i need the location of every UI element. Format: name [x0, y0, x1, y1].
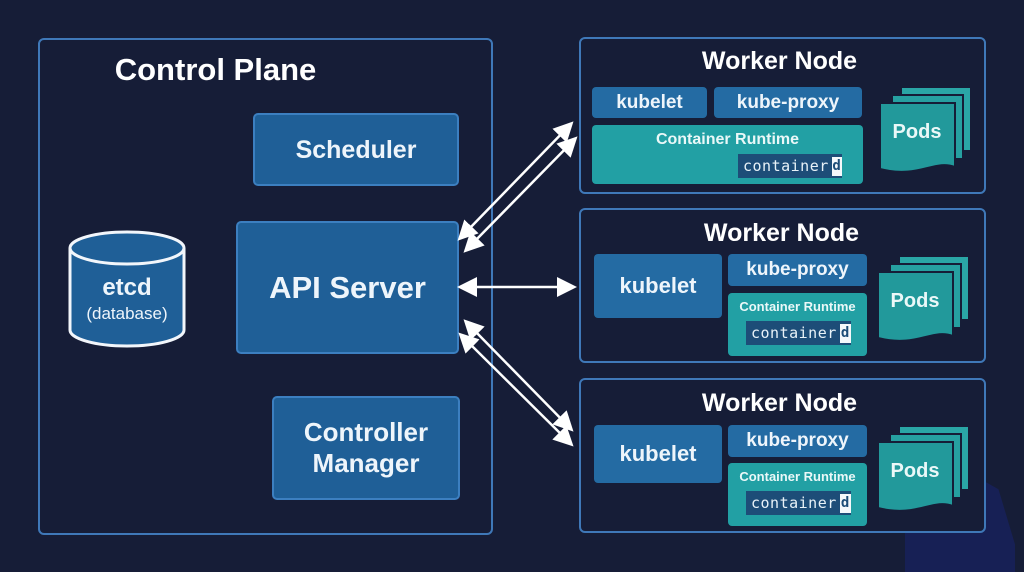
- container-runtime-box[interactable]: Container Runtime container d: [728, 463, 867, 526]
- controller-manager-box[interactable]: Controller Manager: [272, 396, 460, 500]
- containerd-logo-mark: d: [839, 323, 851, 343]
- pods-label: Pods: [892, 121, 942, 143]
- controller-manager-line2: Manager: [312, 448, 420, 478]
- worker-node-1: Worker Node kubelet kube-proxy Container…: [579, 37, 986, 194]
- kube-proxy-box[interactable]: kube-proxy: [714, 87, 862, 118]
- kube-proxy-box[interactable]: kube-proxy: [728, 254, 867, 286]
- pods-stack[interactable]: Pods: [877, 256, 972, 348]
- pods-label: Pods: [890, 460, 940, 482]
- pods-stack-icon: [877, 426, 970, 512]
- worker-node-2: Worker Node kubelet kube-proxy Container…: [579, 208, 986, 363]
- worker-node-3: Worker Node kubelet kube-proxy Container…: [579, 378, 986, 533]
- kubelet-box[interactable]: kubelet: [594, 254, 722, 318]
- api-server-box[interactable]: API Server: [236, 221, 459, 354]
- pods-stack-icon: [879, 87, 972, 173]
- etcd-label: etcd: [102, 274, 152, 301]
- scheduler-box[interactable]: Scheduler: [253, 113, 459, 186]
- worker-node-title: Worker Node: [701, 47, 858, 75]
- worker-node-title: Worker Node: [701, 389, 858, 417]
- container-runtime-box[interactable]: Container Runtime container d: [728, 293, 867, 356]
- containerd-logo-mark: d: [839, 493, 851, 513]
- containerd-logo-text: container: [743, 157, 829, 175]
- kubelet-box[interactable]: kubelet: [592, 87, 707, 118]
- pods-label: Pods: [890, 290, 940, 312]
- control-plane-panel: Control Plane etcd (database) Scheduler …: [38, 38, 493, 535]
- container-runtime-box[interactable]: Container Runtime container d: [592, 125, 863, 184]
- kube-proxy-box[interactable]: kube-proxy: [728, 425, 867, 457]
- pods-stack[interactable]: Pods: [877, 426, 972, 518]
- worker-node-title: Worker Node: [703, 219, 860, 247]
- containerd-logo-text: container: [751, 324, 837, 342]
- kubelet-box[interactable]: kubelet: [594, 425, 722, 483]
- containerd-logo-text: container: [751, 494, 837, 512]
- containerd-logo: container d: [738, 154, 842, 178]
- etcd-subtitle: (database): [86, 304, 168, 323]
- container-runtime-label: Container Runtime: [739, 299, 856, 314]
- containerd-logo: container d: [746, 491, 851, 515]
- etcd-database[interactable]: etcd (database): [66, 230, 188, 352]
- database-cylinder-icon: [68, 230, 186, 348]
- pods-stack-icon: [877, 256, 970, 342]
- containerd-logo: container d: [746, 321, 851, 345]
- controller-manager-line1: Controller: [303, 416, 429, 447]
- container-runtime-label: Container Runtime: [655, 131, 800, 148]
- containerd-logo-mark: d: [831, 156, 842, 176]
- container-runtime-label: Container Runtime: [739, 469, 856, 484]
- control-plane-title: Control Plane: [114, 52, 317, 87]
- pods-stack[interactable]: Pods: [879, 87, 974, 179]
